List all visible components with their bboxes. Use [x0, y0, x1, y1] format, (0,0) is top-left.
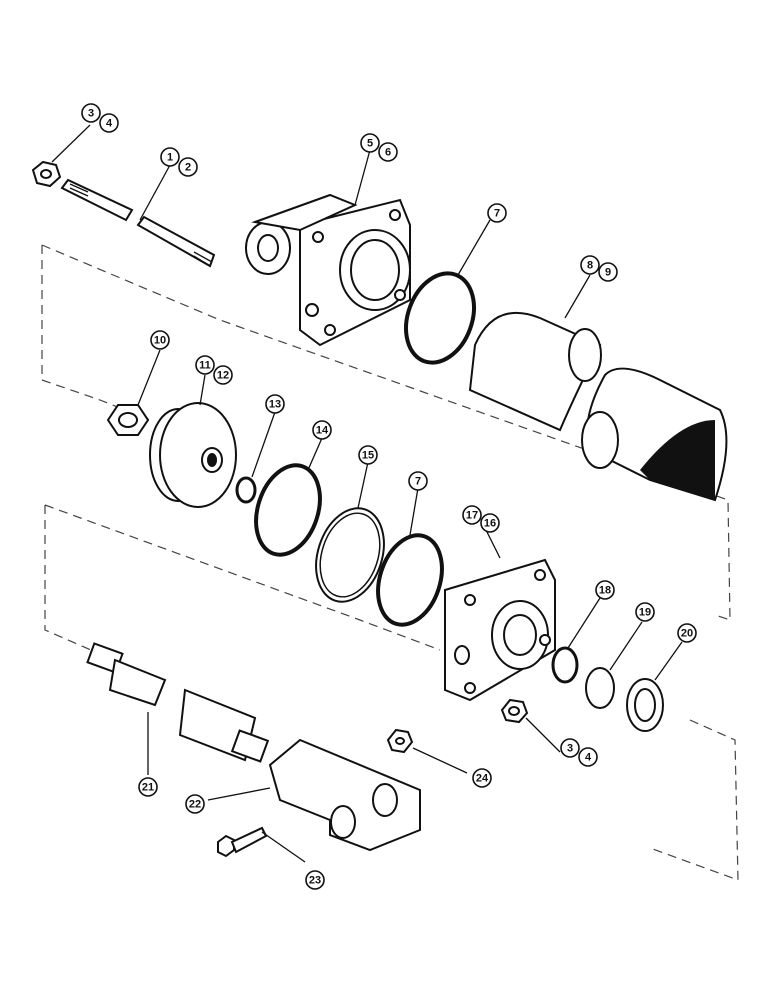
callout-label: 15: [362, 450, 374, 462]
callout-label: 9: [605, 267, 611, 279]
callout-c7b: 7: [408, 471, 428, 491]
callout-c22: 22: [185, 794, 205, 814]
callout-c1: 1: [160, 147, 180, 167]
callout-label: 21: [142, 782, 154, 794]
callout-c2: 2: [178, 157, 198, 177]
callout-c4b: 4: [578, 747, 598, 767]
callout-label: 3: [567, 743, 573, 755]
callout-label: 8: [587, 260, 593, 272]
callout-c5: 5: [360, 133, 380, 153]
callout-label: 17: [466, 510, 478, 522]
dashed-guide-lower: [44, 504, 739, 881]
callout-label: 22: [189, 799, 201, 811]
callout-c11: 11: [195, 355, 215, 375]
callout-label: 7: [415, 476, 421, 488]
callout-label: 11: [199, 360, 211, 372]
rear-head: [245, 193, 411, 347]
callout-label: 20: [681, 628, 693, 640]
callout-label: 3: [88, 108, 94, 120]
callout-c9: 9: [598, 262, 618, 282]
callout-c3b: 3: [560, 738, 580, 758]
callout-c3a: 3: [81, 103, 101, 123]
piston: [149, 402, 237, 508]
callout-c4a: 4: [99, 113, 119, 133]
callout-c10: 10: [150, 330, 170, 350]
callout-bubbles: 3412567891011121314157171618192034212223…: [81, 103, 697, 890]
callout-c19: 19: [635, 602, 655, 622]
callout-label: 4: [106, 118, 113, 130]
callout-label: 4: [585, 752, 592, 764]
o-ring-lower: [376, 533, 444, 627]
callout-label: 16: [484, 518, 496, 530]
front-head: [444, 558, 556, 702]
callout-label: 23: [309, 875, 321, 887]
callout-label: 10: [154, 335, 166, 347]
callout-c17: 17: [462, 505, 482, 525]
clevis-nut: [386, 728, 414, 754]
callout-c23: 23: [305, 870, 325, 890]
piston-nut: [106, 404, 150, 436]
rod-wiper: [626, 678, 664, 732]
callout-label: 13: [269, 399, 281, 411]
callout-c14: 14: [312, 420, 332, 440]
callout-c13: 13: [265, 394, 285, 414]
callout-label: 18: [599, 585, 611, 597]
callout-c15: 15: [358, 445, 378, 465]
callout-c8: 8: [580, 255, 600, 275]
callout-c24: 24: [472, 768, 492, 788]
wear-ring: [315, 507, 385, 603]
backup-ring: [235, 476, 257, 504]
hex-nut-lower: [500, 698, 529, 724]
callout-label: 14: [316, 425, 329, 437]
leader-lines: [51, 124, 683, 863]
dashed-guide-upper: [41, 244, 731, 621]
tie-rod: [60, 178, 216, 268]
callout-label: 7: [494, 208, 500, 220]
rod-backup-ring: [585, 667, 615, 709]
callout-c6: 6: [378, 142, 398, 162]
callout-c12: 12: [213, 365, 233, 385]
callout-label: 2: [185, 162, 191, 174]
clevis-bolt: [217, 826, 268, 858]
hex-nut-top: [31, 160, 62, 188]
o-ring-top: [404, 271, 476, 365]
callout-c18: 18: [595, 580, 615, 600]
callout-c7a: 7: [487, 203, 507, 223]
rod-clevis: [268, 738, 421, 852]
callout-c16: 16: [480, 513, 500, 533]
callout-label: 12: [217, 370, 229, 382]
callout-label: 5: [367, 138, 373, 150]
callout-label: 1: [167, 152, 173, 164]
cylinder-barrel: [468, 311, 728, 502]
callout-c21: 21: [138, 777, 158, 797]
piston-seal: [254, 463, 322, 557]
callout-label: 24: [476, 773, 489, 785]
piston-rod: [86, 642, 270, 763]
callout-label: 19: [639, 607, 651, 619]
callout-c20: 20: [677, 623, 697, 643]
rod-o-ring: [551, 646, 579, 684]
callout-label: 6: [385, 147, 391, 159]
